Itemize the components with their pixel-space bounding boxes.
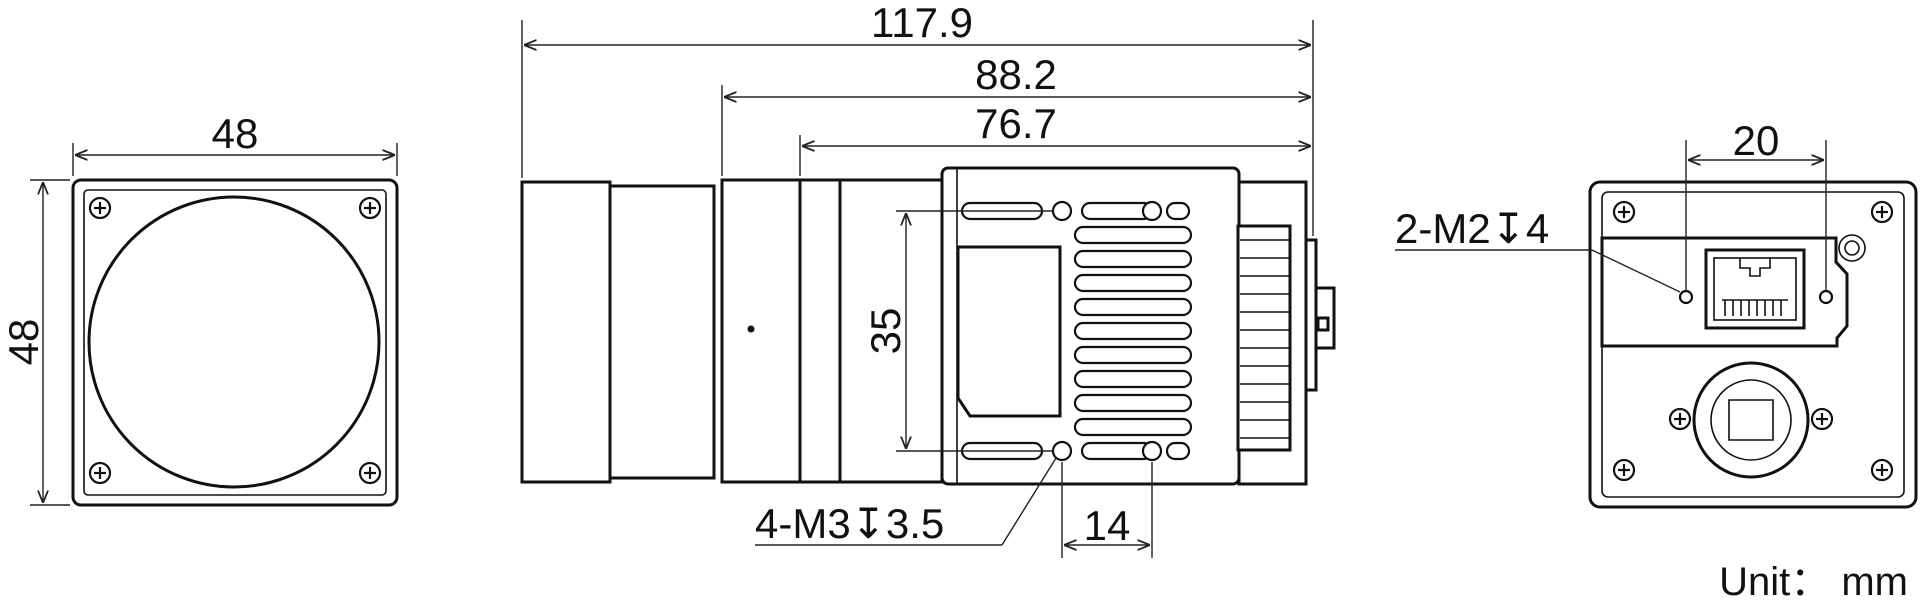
screw-icon xyxy=(1870,200,1894,224)
lens-barrel-rear xyxy=(720,178,802,484)
screw-icon xyxy=(1668,407,1692,431)
heat-sink-fins xyxy=(1073,225,1193,437)
rj45-port-icon xyxy=(1704,248,1806,330)
back-holes-callout: 2-M2↧4 xyxy=(1395,205,1549,252)
screw-icon xyxy=(358,461,382,485)
power-connector-icon xyxy=(1692,361,1810,479)
back-hole-spacing-label: 20 xyxy=(1733,117,1780,164)
length-88-label: 88.2 xyxy=(975,51,1057,98)
screw-icon xyxy=(1612,458,1636,482)
total-length-label: 117.9 xyxy=(871,0,973,46)
screw-icon xyxy=(1870,458,1894,482)
lens-barrel-mid xyxy=(608,184,716,480)
screw-icon xyxy=(358,196,382,220)
screw-icon xyxy=(88,196,112,220)
side-holes-callout: 4-M3↧3.5 xyxy=(755,500,944,547)
hole-offset-label: 14 xyxy=(1084,502,1131,549)
label-window xyxy=(956,245,1062,418)
rear-fins xyxy=(1240,239,1290,439)
side-view: 117.9 88.2 76.7 35 14 4-M3↧3.5 xyxy=(520,0,1336,558)
mount-spacing-label: 35 xyxy=(862,308,909,355)
front-view: 48 48 xyxy=(0,110,399,507)
front-width-label: 48 xyxy=(212,110,259,157)
lens-mount-ring-a xyxy=(798,178,842,484)
screw-icon xyxy=(1810,407,1834,431)
length-76-label: 76.7 xyxy=(975,100,1057,147)
screw-icon xyxy=(1612,200,1636,224)
back-view: 20 2-M2↧4 xyxy=(1395,117,1918,509)
unit-label: Unit： mm xyxy=(1719,560,1908,604)
front-height-label: 48 xyxy=(0,319,47,366)
lens-mount-circle xyxy=(87,195,381,489)
screw-icon xyxy=(88,461,112,485)
lens-barrel-front xyxy=(520,180,612,484)
